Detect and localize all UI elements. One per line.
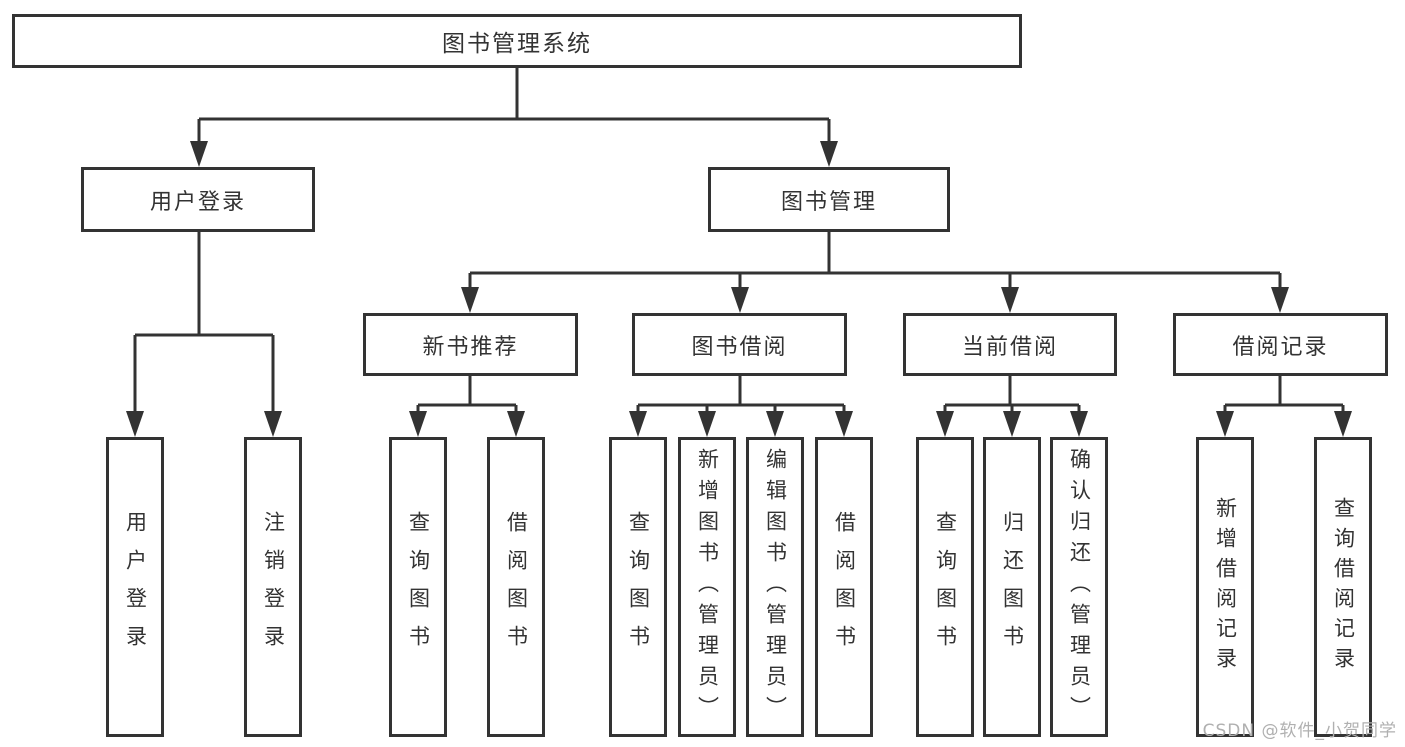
node-borrow-records-label: 借阅记录 xyxy=(1232,334,1329,360)
node-root: 图书管理系统 xyxy=(12,14,1022,68)
leaf-borrow-books-1-label: 借阅图书 xyxy=(504,511,529,663)
leaf-borrow-books-2-label: 借阅图书 xyxy=(832,511,857,663)
leaf-query-books-2: 查询图书 xyxy=(609,437,667,737)
leaf-edit-book-admin: 编辑图书（管理员） xyxy=(746,437,804,737)
node-book-mgmt-label: 图书管理 xyxy=(780,189,877,215)
leaf-query-books-3: 查询图书 xyxy=(916,437,974,737)
node-current-borrow-label: 当前借阅 xyxy=(961,334,1058,360)
arrowhead-leaf-user-login xyxy=(126,411,144,437)
node-user-login: 用户登录 xyxy=(81,167,315,232)
connector-current-borrow-to-leaves xyxy=(943,376,1081,413)
arrowhead-leaf-query-books-3 xyxy=(936,411,954,437)
leaf-add-borrow-record: 新增借阅记录 xyxy=(1196,437,1254,737)
arrowhead-book-mgmt xyxy=(820,141,838,167)
node-user-login-label: 用户登录 xyxy=(149,189,246,215)
arrowhead-user-login xyxy=(190,141,208,167)
leaf-user-login-label: 用户登录 xyxy=(123,511,148,663)
arrowhead-leaf-borrow-books-2 xyxy=(835,411,853,437)
leaf-user-login: 用户登录 xyxy=(106,437,164,737)
leaf-add-borrow-record-label: 新增借阅记录 xyxy=(1213,497,1238,677)
connector-user-login-to-leaves xyxy=(133,232,275,413)
leaf-borrow-books-2: 借阅图书 xyxy=(815,437,873,737)
arrowhead-leaf-confirm-return xyxy=(1070,411,1088,437)
node-book-mgmt: 图书管理 xyxy=(708,167,950,232)
leaf-borrow-books-1: 借阅图书 xyxy=(487,437,545,737)
arrowhead-leaf-query-record xyxy=(1334,411,1352,437)
arrowhead-leaf-add-record xyxy=(1216,411,1234,437)
arrowhead-leaf-edit-book xyxy=(766,411,784,437)
arrowhead-leaf-query-books-2 xyxy=(629,411,647,437)
leaf-logout-label: 注销登录 xyxy=(261,511,286,663)
arrowhead-borrow-records xyxy=(1271,287,1289,313)
watermark-text: CSDN @软件_小贺同学 xyxy=(1202,721,1397,741)
leaf-confirm-return-admin: 确认归还（管理员） xyxy=(1050,437,1108,737)
node-new-book-rec: 新书推荐 xyxy=(363,313,578,376)
arrowhead-current-borrow xyxy=(1001,287,1019,313)
node-root-label: 图书管理系统 xyxy=(442,31,592,57)
leaf-query-books-1-label: 查询图书 xyxy=(406,511,431,663)
arrowhead-new-book-rec xyxy=(461,287,479,313)
leaf-query-books-3-label: 查询图书 xyxy=(933,511,958,663)
node-book-borrow-label: 图书借阅 xyxy=(691,334,788,360)
leaf-return-book: 归还图书 xyxy=(983,437,1041,737)
leaf-confirm-return-admin-label: 确认归还（管理员） xyxy=(1067,447,1092,727)
leaf-add-book-admin-label: 新增图书（管理员） xyxy=(695,447,720,727)
leaf-edit-book-admin-label: 编辑图书（管理员） xyxy=(763,447,788,727)
arrowhead-leaf-query-books-1 xyxy=(409,411,427,437)
arrowhead-leaf-logout xyxy=(264,411,282,437)
node-new-book-rec-label: 新书推荐 xyxy=(422,334,519,360)
connector-root-to-level2 xyxy=(197,68,831,143)
connector-book-borrow-to-leaves xyxy=(636,376,846,413)
node-book-borrow: 图书借阅 xyxy=(632,313,847,376)
connector-new-book-rec-to-leaves xyxy=(416,376,518,413)
arrowhead-leaf-return-book xyxy=(1003,411,1021,437)
arrowhead-leaf-borrow-books-1 xyxy=(507,411,525,437)
connector-book-mgmt-to-level3 xyxy=(468,232,1282,289)
arrowhead-book-borrow xyxy=(731,287,749,313)
leaf-query-books-2-label: 查询图书 xyxy=(626,511,651,663)
node-current-borrow: 当前借阅 xyxy=(903,313,1117,376)
leaf-add-book-admin: 新增图书（管理员） xyxy=(678,437,736,737)
node-borrow-records: 借阅记录 xyxy=(1173,313,1388,376)
leaf-return-book-label: 归还图书 xyxy=(1000,511,1025,663)
connector-borrow-records-to-leaves xyxy=(1223,376,1345,413)
arrowhead-leaf-add-book xyxy=(698,411,716,437)
leaf-query-borrow-record-label: 查询借阅记录 xyxy=(1331,497,1356,677)
leaf-query-borrow-record: 查询借阅记录 xyxy=(1314,437,1372,737)
leaf-query-books-1: 查询图书 xyxy=(389,437,447,737)
leaf-logout: 注销登录 xyxy=(244,437,302,737)
